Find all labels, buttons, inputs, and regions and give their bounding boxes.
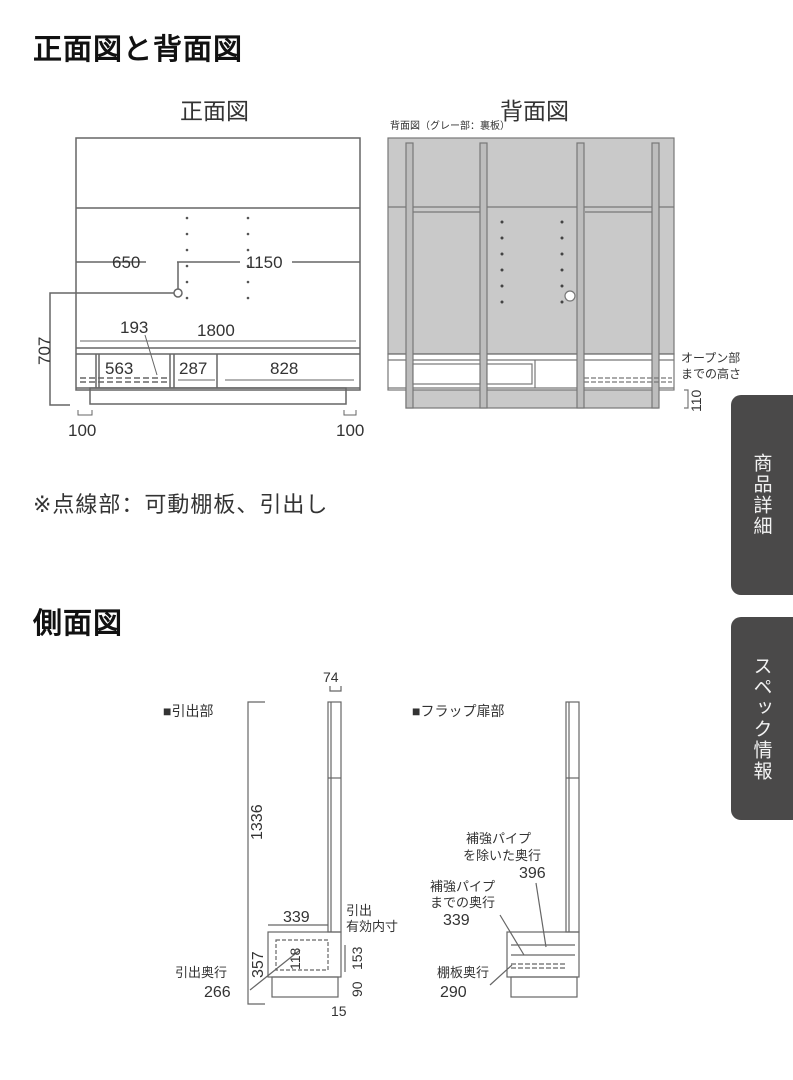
tab-spec-info[interactable]: スペック情報 [731,617,793,820]
open-label-2: までの高さ [681,366,741,381]
heading-side-view: 側面図 [33,606,124,640]
dim-118: 118 [287,947,303,970]
dim-193: 193 [120,318,148,337]
dim-100-left: 100 [68,421,96,440]
drawer-section-label: ■引出部 [163,703,213,719]
dim-357: 357 [250,951,267,978]
shelf-depth-label: 棚板奥行 [437,965,489,980]
back-view-drawing [387,137,689,409]
pipe-excl-label-1: 補強パイプ [466,831,531,846]
dim-563: 563 [105,359,133,378]
back-caption: 背面図（グレー部：裏板） [390,119,510,132]
front-view-title: 正面図 [180,99,249,125]
drawer-depth-label: 引出奥行 [175,965,227,980]
pipe-to-label-2: までの奥行 [430,895,495,910]
drawer-inner-label-2: 有効内寸 [346,919,398,934]
dim-1800: 1800 [197,321,235,340]
flap-section-label: ■フラップ扉部 [412,703,504,719]
dim-1336: 1336 [249,804,266,840]
back-view-title: 背面図 [500,99,569,125]
dim-110: 110 [688,389,704,412]
heading-front-back: 正面図と背面図 [33,32,244,66]
front-view-drawing [49,137,361,416]
dim-153: 153 [349,946,365,970]
dim-707: 707 [35,337,54,365]
pipe-to-value: 339 [443,912,470,929]
pipe-excl-value: 396 [519,865,546,882]
pipe-excl-label-2: を除いた奥行 [463,848,541,863]
dim-74: 74 [323,669,339,685]
pipe-to-label-1: 補強パイプ [430,879,495,894]
side-view-flap-drawing [489,701,580,998]
dotted-line-note: ※点線部：可動棚板、引出し [33,493,329,518]
dim-1150: 1150 [246,253,283,272]
tab-spec-info-label: スペック情報 [750,655,773,782]
open-label-1: オープン部 [681,350,740,365]
dim-650: 650 [112,253,140,272]
dim-339-drawer: 339 [283,909,310,926]
tab-product-details-label: 商品詳細 [750,453,773,537]
dim-828: 828 [270,359,298,378]
dim-287: 287 [179,359,207,378]
dim-15: 15 [331,1003,347,1019]
shelf-depth-value: 290 [440,984,467,1001]
dim-90: 90 [349,981,365,997]
dim-100-right: 100 [336,421,364,440]
drawer-depth-value: 266 [204,984,231,1001]
tab-product-details[interactable]: 商品詳細 [731,395,793,595]
drawer-inner-label-1: 引出 [346,903,372,918]
side-view-drawer-drawing [247,686,346,1005]
